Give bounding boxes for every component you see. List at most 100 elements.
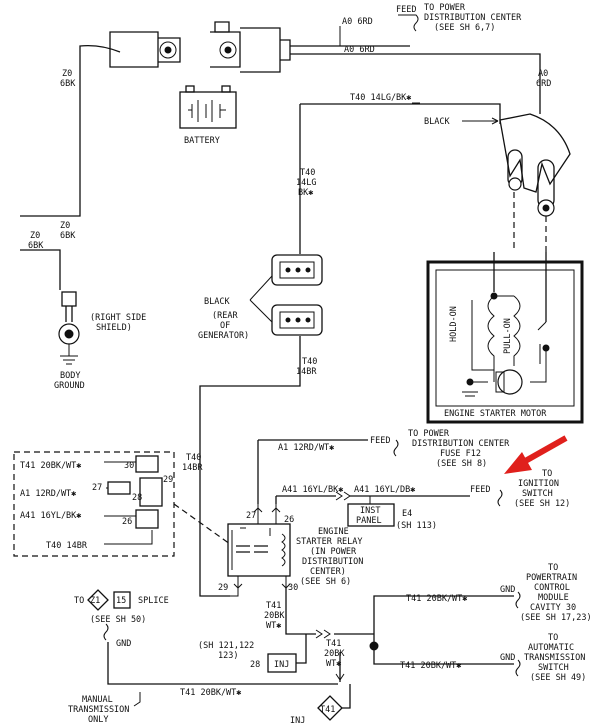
manual-3: ONLY — [88, 715, 108, 725]
t40-v2: 14LG — [296, 178, 316, 188]
right-side-shield-2: SHIELD) — [96, 323, 132, 333]
t41-mid-3: WT✱ — [326, 659, 341, 669]
relay-1: ENGINE — [318, 527, 349, 537]
ats-1: TO — [548, 633, 558, 643]
a41-right: A41 16YL/DB✱ — [354, 485, 415, 495]
ign-2: IGNITION — [518, 479, 559, 489]
pdc2-3: FUSE F12 — [440, 449, 481, 459]
relay-3: (IN POWER — [310, 547, 357, 557]
pdc2-2: DISTRIBUTION CENTER — [412, 439, 510, 449]
pdc2-4: (SEE SH 8) — [436, 459, 487, 469]
t40-14br-a1: T40 — [302, 357, 317, 367]
pdc-label-1: TO POWER — [424, 3, 466, 13]
t41-up: T41 20BK/WT✱ — [406, 594, 467, 604]
sh113: (SH 113) — [396, 521, 437, 531]
hold-on: HOLD-ON — [449, 306, 459, 342]
pcm-5: CAVITY 30 — [530, 603, 576, 613]
engine-starter-motor — [426, 252, 584, 424]
inset-a1: A1 12RD/WT✱ — [20, 489, 76, 499]
ign-4: (SEE SH 12) — [514, 499, 570, 509]
splice-15: 15 — [116, 596, 126, 606]
pcm-1: TO — [548, 563, 558, 573]
manual-2: TRANSMISSION — [68, 705, 129, 715]
t41-v3: WT✱ — [266, 621, 281, 631]
inset-pin-28: 28 — [132, 493, 142, 503]
see-sh50: (SEE SH 50) — [90, 615, 146, 625]
relay-pin-27: 27 — [246, 511, 256, 521]
wire-label-a0-mid: A0 6RD — [344, 45, 375, 55]
z0-1a: Z0 — [62, 69, 72, 79]
sh121-2: 123) — [218, 651, 238, 661]
t40-v1: T40 — [300, 168, 315, 178]
feed-top: FEED — [396, 5, 416, 15]
relay-pin-29: 29 — [218, 583, 228, 593]
a1-label: A1 12RD/WT✱ — [278, 443, 334, 453]
battery-cable-connectors — [79, 21, 291, 73]
inj: INJ — [274, 660, 289, 670]
ats-4: SWITCH — [538, 663, 569, 673]
inset-pin-29: 29 — [163, 475, 173, 485]
ats-5: (SEE SH 49) — [530, 673, 586, 683]
sh121-1: (SH 121,122 — [198, 641, 254, 651]
t40-v3: BK✱ — [298, 188, 313, 198]
z1: Z1 — [90, 596, 100, 606]
pcm-6: (SEE SH 17,23) — [520, 613, 592, 623]
generator-connector-bottom — [271, 304, 323, 336]
gnd-left: GND — [116, 639, 131, 649]
inst-2: PANEL — [356, 516, 382, 526]
relay-6: (SEE SH 6) — [300, 577, 351, 587]
relay-5: CENTER) — [310, 567, 346, 577]
body-ground-2: GROUND — [54, 381, 85, 391]
battery-symbol — [179, 85, 237, 129]
rear-gen-2: OF — [220, 321, 230, 331]
ign-3: SWITCH — [522, 489, 553, 499]
inst-1: INST — [360, 506, 380, 516]
t40-top-label: T40 14LG/BK✱ — [350, 93, 411, 103]
starter-relay — [227, 504, 291, 589]
pcm-3: CONTROL — [534, 583, 570, 593]
inset-pin-30: 30 — [124, 461, 134, 471]
pdc2-1: TO POWER — [408, 429, 450, 439]
inset-t41: T41 20BK/WT✱ — [20, 461, 81, 471]
to-splice: TO — [74, 596, 84, 606]
z0-3a: Z0 — [30, 231, 40, 241]
rear-gen-1: (REAR — [212, 311, 238, 321]
ground-eyelet — [58, 291, 80, 365]
ats-3: TRANSMISSION — [524, 653, 585, 663]
inset-relay-socket — [104, 455, 163, 545]
t40-14br-b1: T40 — [186, 453, 201, 463]
generator-connector-top — [271, 254, 323, 286]
a41-left: A41 16YL/BK✱ — [282, 485, 343, 495]
black-solenoid: BLACK — [424, 117, 450, 127]
splice-15-box — [113, 591, 131, 609]
splice-word: SPLICE — [138, 596, 169, 606]
gnd-ats: GND — [500, 653, 515, 663]
inj-bottom: INJ — [290, 716, 305, 725]
t40-14br-a2: 14BR — [296, 367, 317, 377]
inst-panel-box — [347, 503, 395, 527]
ats-2: AUTOMATIC — [528, 643, 574, 653]
e4: E4 — [402, 509, 412, 519]
z1-diamond — [87, 589, 109, 611]
pcm-4: MODULE — [538, 593, 569, 603]
inset-a41: A41 16YL/BK✱ — [20, 511, 81, 521]
z0-2a: Z0 — [60, 221, 70, 231]
pull-on: PULL-ON — [503, 318, 513, 354]
relay-4: DISTRIBUTION — [302, 557, 363, 567]
t41-v1: T41 — [266, 601, 281, 611]
rear-gen-3: GENERATOR) — [198, 331, 249, 341]
t41-mid-2: 20BK — [324, 649, 345, 659]
t40-14br-b2: 14BR — [182, 463, 203, 473]
t41-bottom: T41 20BK/WT✱ — [180, 688, 241, 698]
manual-1: MANUAL — [82, 695, 113, 705]
feed-ign: FEED — [470, 485, 490, 495]
right-side-shield-1: (RIGHT SIDE — [90, 313, 146, 323]
pcm-2: POWERTRAIN — [526, 573, 577, 583]
t41-mid-1: T41 — [326, 639, 341, 649]
gnd-pcm: GND — [500, 585, 515, 595]
pdc-label-2: DISTRIBUTION CENTER — [424, 13, 522, 23]
z0-1b: 6BK — [60, 79, 76, 89]
pdc-label-3: (SEE SH 6,7) — [434, 23, 495, 33]
t41-low: T41 20BK/WT✱ — [400, 661, 461, 671]
